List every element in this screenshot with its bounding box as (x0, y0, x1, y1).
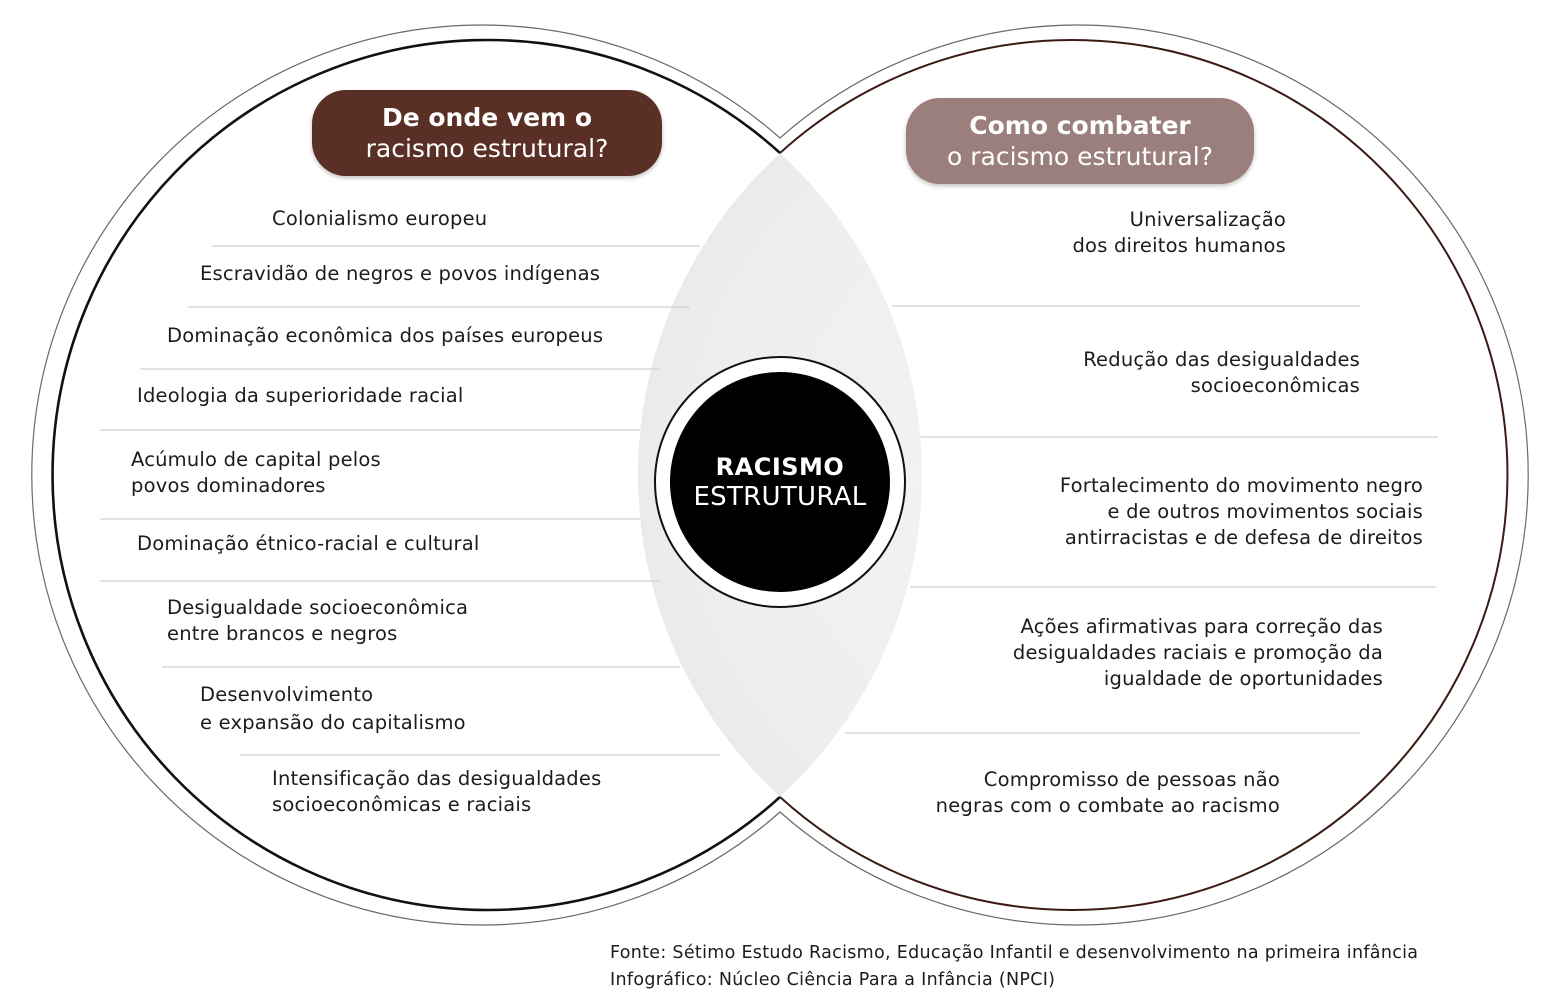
right-title-line1: Como combater (969, 111, 1191, 140)
cause-text: Acúmulo de capital pelos (131, 448, 381, 471)
cause-text: Desenvolvimento (200, 683, 374, 706)
cause-item: Acúmulo de capital pelos povos dominador… (131, 447, 381, 499)
cause-item: Desigualdade socioeconômica entre branco… (167, 595, 468, 647)
solution-item: Ações afirmativas para correção das desi… (1013, 614, 1383, 692)
cause-text: entre brancos e negros (167, 622, 398, 645)
left-separators (100, 245, 720, 756)
cause-item: Ideologia da superioridade racial (137, 383, 464, 409)
solution-text: e de outros movimentos sociais (1107, 500, 1423, 523)
solution-text: Fortalecimento do movimento negro (1059, 474, 1423, 497)
solution-text: Universalização (1129, 208, 1286, 231)
left-title-line1: De onde vem o (381, 103, 593, 132)
source-credits: Fonte: Sétimo Estudo Racismo, Educação I… (610, 940, 1418, 994)
left-section-title: De onde vem o racismo estrutural? (312, 90, 662, 176)
center-circle (670, 372, 890, 592)
cause-text: e expansão do capitalismo (200, 711, 466, 734)
solution-text: antirracistas e de defesa de direitos (1064, 526, 1423, 549)
solution-text: negras com o combate ao racismo (935, 794, 1280, 817)
solution-text: Redução das desigualdades (1083, 348, 1360, 371)
right-section-title: Como combater o racismo estrutural? (906, 98, 1254, 184)
solution-text: igualdade de oportunidades (1103, 667, 1383, 690)
outer-thin-ring (31, 24, 1529, 926)
cause-text: Escravidão de negros e povos indígenas (200, 262, 601, 285)
solution-text: desigualdades raciais e promoção da (1012, 641, 1383, 664)
solution-text: Compromisso de pessoas não (983, 768, 1280, 791)
intersection-lens (638, 40, 922, 910)
cause-text: Dominação econômica dos países europeus (167, 324, 604, 347)
left-title-line2: racismo estrutural? (365, 134, 609, 163)
credit-line: Infográfico: Núcleo Ciência Para a Infân… (610, 970, 1056, 990)
right-separators (845, 305, 1438, 734)
center-label-line1: RACISMO (715, 453, 845, 481)
cause-item: Colonialismo europeu (272, 206, 487, 232)
center-label: RACISMO ESTRUTURAL (670, 372, 890, 592)
cause-text: povos dominadores (131, 474, 326, 497)
cause-item: Dominação étnico-racial e cultural (137, 531, 480, 557)
solution-item: Fortalecimento do movimento negro e de o… (1060, 473, 1423, 551)
cause-text: socioeconômicas e raciais (272, 793, 532, 816)
cause-item: Dominação econômica dos países europeus (167, 323, 603, 349)
cause-item: Escravidão de negros e povos indígenas (200, 261, 600, 287)
right-circle-ring (779, 39, 1509, 911)
solution-item: Compromisso de pessoas não negras com o … (936, 767, 1280, 819)
solution-item: Universalização dos direitos humanos (1072, 207, 1286, 259)
center-label-line2: ESTRUTURAL (693, 482, 867, 512)
cause-text: Ideologia da superioridade racial (137, 384, 464, 407)
cause-item: Intensificação das desigualdades socioec… (272, 766, 601, 818)
right-title-line2: o racismo estrutural? (947, 142, 1213, 171)
cause-text: Intensificação das desigualdades (272, 767, 602, 790)
solution-item: Redução das desigualdades socioeconômica… (1083, 347, 1360, 399)
left-circle-ring (51, 38, 781, 912)
cause-text: Colonialismo europeu (272, 207, 488, 230)
solution-text: dos direitos humanos (1072, 234, 1286, 257)
solution-text: socioeconômicas (1190, 374, 1360, 397)
cause-item: Desenvolvimento e expansão do capitalism… (200, 681, 466, 737)
solution-text: Ações afirmativas para correção das (1020, 615, 1383, 638)
cause-text: Desigualdade socioeconômica (167, 596, 469, 619)
cause-text: Dominação étnico-racial e cultural (137, 532, 480, 555)
source-line: Fonte: Sétimo Estudo Racismo, Educação I… (610, 943, 1419, 963)
